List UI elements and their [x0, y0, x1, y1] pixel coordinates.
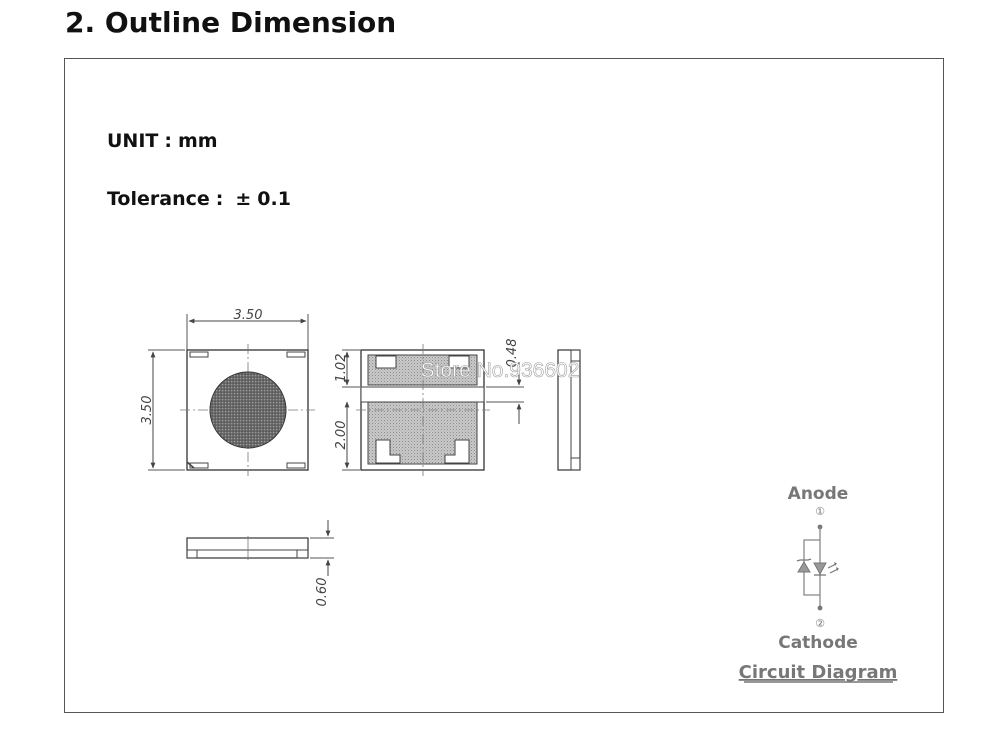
zener-diode-icon: [797, 561, 811, 573]
corner-tab: [286, 351, 306, 358]
cathode-label: Cathode: [778, 633, 858, 653]
bottom-view: 1.02 2.00 0.48: [334, 339, 524, 476]
side-lead: [570, 349, 581, 362]
polarity-mark: [186, 461, 195, 469]
side-bottom-profile: [186, 537, 309, 559]
section-title: 2. Outline Dimension: [65, 6, 397, 39]
anode-pin-number: ①: [815, 505, 825, 518]
top-view: 3.50 3.50: [140, 308, 315, 476]
anode-label: Anode: [788, 484, 849, 504]
unit-spec: UNIT:mm: [107, 130, 218, 152]
zener-bar: [796, 558, 812, 562]
side-lead: [186, 549, 198, 559]
dimension-height-label: 3.50: [140, 396, 155, 425]
cathode-pin-number: ②: [815, 617, 825, 630]
side-view-right: [557, 349, 581, 471]
circuit-diagram: Anode ① ② Cathode Circuit Diagram: [739, 484, 898, 683]
light-arrow-icon: [834, 562, 839, 571]
dimension-thickness-label: 0.60: [315, 578, 330, 607]
pad-notch: [444, 439, 470, 464]
side-view-bottom: 0.60: [186, 520, 334, 607]
watermark-text: Store No.936602: [421, 359, 580, 382]
plus-minus-symbol: ±: [235, 188, 252, 210]
dimension-gap-label: 0.48: [505, 339, 520, 368]
side-lead: [570, 457, 581, 471]
dimension-upper-label: 1.02: [334, 354, 349, 383]
lens-emitter: [209, 371, 287, 449]
dimension-lower-label: 2.00: [334, 421, 349, 450]
unit-value: mm: [177, 130, 218, 152]
dimension-width-label: 3.50: [234, 308, 263, 323]
tolerance-value: 0.1: [257, 188, 291, 210]
tolerance-separator: :: [215, 188, 224, 210]
pad-notch: [375, 355, 397, 369]
corner-tab: [189, 351, 209, 358]
pad-notch: [448, 355, 470, 369]
pad-gap: [360, 386, 485, 403]
cathode-terminal: [817, 605, 823, 611]
corner-tab: [286, 462, 306, 469]
unit-label: UNIT: [107, 130, 159, 152]
unit-separator: :: [164, 130, 172, 152]
led-diode-icon: [813, 562, 827, 576]
tolerance-label: Tolerance: [107, 188, 210, 210]
side-lead: [296, 549, 309, 559]
circuit-diagram-caption: Circuit Diagram: [739, 662, 898, 683]
pad-notch: [375, 439, 401, 464]
corner-tab: [189, 462, 209, 469]
side-profile: [557, 349, 581, 471]
tolerance-spec: Tolerance: ±0.1: [107, 188, 291, 210]
